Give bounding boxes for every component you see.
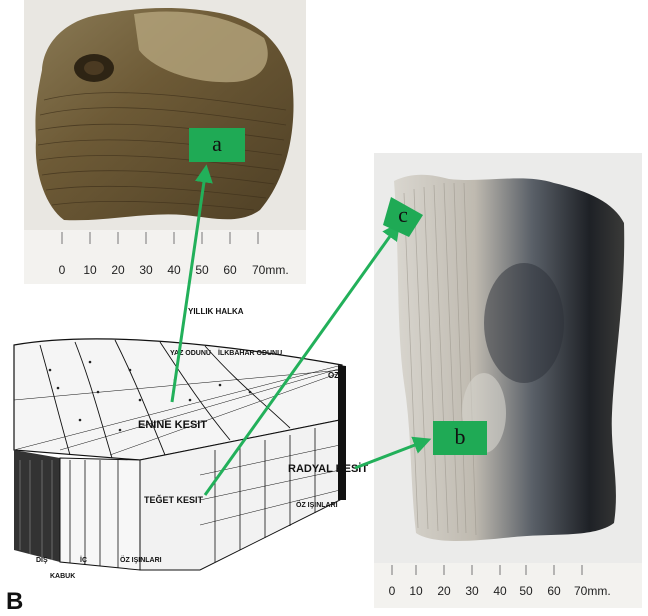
- ruler-top-tick: 30: [139, 263, 153, 277]
- ruler-top-tick: 60: [223, 263, 237, 277]
- ruler-top-tick: 0: [59, 263, 66, 277]
- wood-block-diagram: YILLIK HALKA YAZ ODUNU İLKBAHAR ODUNU ÖZ…: [0, 300, 375, 592]
- ruler-top-tick: 70mm.: [252, 263, 289, 277]
- ruler-top-tick: 20: [111, 263, 125, 277]
- label-yaz-odunu: YAZ ODUNU: [170, 350, 211, 357]
- cross-section-photo: 0 10 20 30 40 50 60 70mm.: [24, 0, 306, 284]
- label-oz: ÖZ: [328, 371, 339, 380]
- label-yillik-halka: YILLIK HALKA: [188, 307, 244, 316]
- ruler-top-tick: 40: [167, 263, 181, 277]
- ruler-right-tick: 20: [437, 584, 451, 598]
- ruler-right-tick: 40: [493, 584, 507, 598]
- label-b: b: [433, 421, 487, 455]
- label-radyal-kesit: RADYAL KESİT: [288, 462, 368, 475]
- ruler-right-tick: 50: [519, 584, 533, 598]
- ruler-right-tick: 30: [465, 584, 479, 598]
- label-oz-isinlari-right: ÖZ IŞINLARI: [296, 500, 338, 509]
- ruler-top-tick: 50: [195, 263, 209, 277]
- label-oz-isinlari-bottom: ÖZ IŞINLARI: [120, 555, 162, 564]
- ruler-right-tick: 70mm.: [574, 584, 611, 598]
- label-ilkbahar-odunu: İLKBAHAR ODUNU: [218, 349, 282, 357]
- ruler-right-tick: 60: [547, 584, 561, 598]
- label-teget-kesit: TEĞET KESIT: [144, 494, 204, 505]
- figure-letter: B: [6, 588, 23, 616]
- label-enine-kesit: ENINE KESIT: [138, 419, 207, 431]
- label-kabuk: KABUK: [50, 573, 75, 580]
- ruler-top-tick: 10: [83, 263, 97, 277]
- label-ic: İÇ: [80, 556, 87, 564]
- label-dis: DIŞ: [36, 557, 48, 564]
- ruler-right-tick: 10: [409, 584, 423, 598]
- ruler-right-tick: 0: [389, 584, 396, 598]
- label-a: a: [189, 128, 245, 162]
